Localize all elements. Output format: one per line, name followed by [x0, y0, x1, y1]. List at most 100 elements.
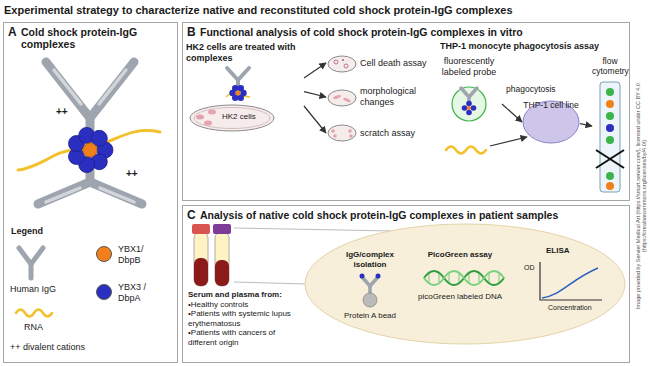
- legend-text: ++ divalent cations: [10, 342, 85, 353]
- protein-a-bead: [363, 293, 377, 307]
- method-note: picoGreen labeled DNA: [412, 292, 508, 302]
- probe-figure: [446, 87, 527, 154]
- plasma-tube: [215, 232, 229, 286]
- ybx3-protein: [238, 95, 244, 101]
- section-heading: THP-1 monocyte phagocytosis assay: [440, 41, 599, 52]
- cell: [349, 134, 353, 138]
- antibody-arm: [469, 88, 477, 97]
- legend-text: RNA: [24, 322, 43, 333]
- list-item: •Healthy controls: [188, 300, 293, 310]
- assay-step: Cell death assay: [326, 52, 432, 74]
- method-note: Protein A bead: [338, 311, 402, 321]
- serum-tube: [194, 232, 208, 286]
- cell: [606, 182, 614, 190]
- legend-heading: Legend: [5, 222, 173, 237]
- ybx1-protein: [236, 91, 241, 96]
- panel-letter: B: [187, 25, 196, 39]
- patient-samples: [192, 224, 625, 344]
- culture-dish: [190, 105, 274, 131]
- dna-strand: [424, 271, 504, 285]
- method-heading: PicoGreen assay: [420, 250, 500, 260]
- antibody-arm: [38, 182, 90, 204]
- ybx3-protein: [376, 274, 381, 279]
- cell: [606, 88, 614, 96]
- antibody-arm: [90, 62, 134, 118]
- cell: [343, 97, 352, 103]
- laser-beam: [596, 150, 624, 168]
- cell: [348, 129, 352, 133]
- antibody-arm: [46, 62, 90, 118]
- ybx3-protein: [238, 85, 244, 91]
- probe-figure-box: fluorescently labeled probe: [436, 56, 502, 128]
- axis-label: OD: [524, 264, 535, 272]
- antibody-arm: [238, 68, 249, 80]
- panel-heading: Analysis of native cold shock protein-Ig…: [200, 209, 624, 221]
- connector-arrow: [580, 124, 592, 126]
- cell: [196, 115, 204, 120]
- legend-text: YBX3 / DbpA: [118, 282, 158, 304]
- ybx3-protein: [462, 105, 468, 111]
- culture-dish: [328, 90, 356, 106]
- cell: [204, 121, 212, 126]
- cell-shape: [523, 101, 579, 143]
- igg-icon-arm: [31, 248, 43, 264]
- ybx3-protein: [466, 101, 472, 107]
- antibody-arm: [362, 277, 370, 286]
- cell-label: THP-1 cell line: [522, 100, 580, 110]
- panel-heading: Functional analysis of cold shock protei…: [200, 26, 624, 38]
- list-item: •Patients with cancers of different orig…: [188, 328, 293, 347]
- laser-beam: [596, 150, 624, 168]
- light-chain: [54, 70, 81, 104]
- zoom-line: [234, 282, 306, 284]
- cell: [606, 136, 614, 144]
- rna-icon: [16, 310, 52, 317]
- elisa-curve: [542, 268, 598, 298]
- probe-label: fluorescently labeled probe: [436, 56, 502, 78]
- ybx3-protein: [360, 274, 365, 279]
- blood-fraction: [215, 260, 229, 286]
- flow-cell: [600, 82, 620, 192]
- assay-dishes: [328, 56, 356, 141]
- zoom-line: [234, 228, 393, 231]
- method-zoom-ellipse: [305, 224, 625, 344]
- assay-label: Cell death assay: [360, 58, 427, 69]
- dish-label: HK2 cells: [222, 112, 256, 122]
- fluorescence-halo: [452, 87, 486, 121]
- credit-note: Image provided by Servier Medical Art (h…: [635, 36, 647, 356]
- antibody-arm: [461, 88, 469, 97]
- light-chain: [99, 70, 126, 104]
- cell: [333, 94, 342, 100]
- cell: [331, 129, 335, 133]
- igg-complex-figure: [18, 62, 160, 204]
- light-chain: [100, 188, 134, 202]
- charge-mark: ++: [56, 106, 68, 118]
- dead-cell: [334, 60, 338, 64]
- legend-samples: [16, 248, 52, 317]
- cell-ellipse: THP-1 cell line: [522, 100, 580, 144]
- antibody-arm: [227, 68, 238, 80]
- legend-swatch: [96, 246, 112, 262]
- blood-fraction: [194, 258, 208, 286]
- list-heading: Serum and plasma from:: [188, 290, 293, 300]
- ybx3-protein: [471, 105, 477, 111]
- culture-dish: [328, 125, 356, 141]
- assay-step: morphological changes: [326, 86, 432, 108]
- culture-dish: [328, 56, 356, 72]
- assay-label: morphological changes: [360, 86, 432, 108]
- panel-letter: C: [187, 208, 196, 222]
- method-heading: IgG/complex isolation: [338, 250, 402, 269]
- step-heading: HK2 cells are treated with complexes: [186, 42, 304, 64]
- list-item: •Patients with systemic lupus erythemato…: [188, 309, 293, 328]
- figure-title: Experimental strategy to characterize na…: [4, 4, 513, 17]
- assay-label: scratch assay: [360, 128, 415, 139]
- ybx3-protein: [466, 110, 472, 116]
- tube-cap: [213, 224, 231, 234]
- dna-rungs: [429, 274, 499, 282]
- ybx1-protein: [467, 106, 471, 110]
- cytometer-box: flow cytometry: [592, 56, 628, 196]
- cell: [606, 124, 614, 132]
- antibody-arm: [370, 277, 378, 286]
